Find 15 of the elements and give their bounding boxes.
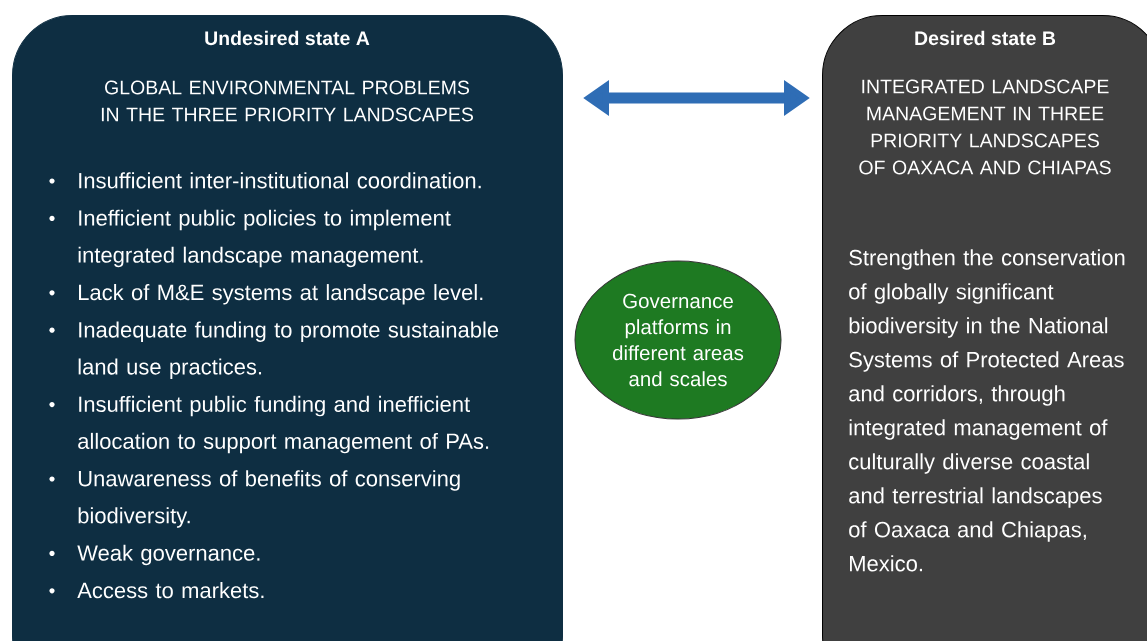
bullet-item: Inadequate funding to promote sustainable land use practices. bbox=[49, 321, 499, 379]
bullet-item: Lack of M&E systems at landscape level. bbox=[49, 284, 483, 305]
bullet-item: Insufficient public funding and inefficient allocation to support management of PAs. bbox=[49, 395, 489, 454]
panel-title: Desired state B bbox=[915, 30, 1056, 46]
bullet-item: Weak governance. bbox=[49, 544, 260, 566]
state-panel bbox=[822, 15, 1147, 641]
bullet-item: Inefficient public policies to implement integrated landscape management. bbox=[49, 209, 451, 268]
bullet-item: Unawareness of benefits of conserving biodiversity. bbox=[49, 470, 460, 528]
bullet-item: Insufficient inter-institutional coordination. bbox=[49, 172, 481, 189]
panel-title: Undesired state A bbox=[205, 30, 370, 46]
state-panel bbox=[12, 15, 563, 641]
panel-heading: GLOBAL ENVIRONMENTAL PROBLEMS IN THE THREE PRIORITY LANDSCAPES bbox=[101, 80, 473, 122]
panel-heading: INTEGRATED LANDSCAPE MANAGEMENT IN THREE PRIORITY LANDSCAPES OF OAXACA AND CHIAPAS bbox=[859, 79, 1111, 175]
bullet-item: Access to markets. bbox=[49, 582, 264, 599]
body-text: Strengthen the conservation of globally significant biodiversity in the National Systems of Protected Areas and corridors, through integrated management of culturally diverse coastal and terrestrial landscapes of Oaxaca and Chiapas, Mexico. bbox=[849, 249, 1125, 572]
